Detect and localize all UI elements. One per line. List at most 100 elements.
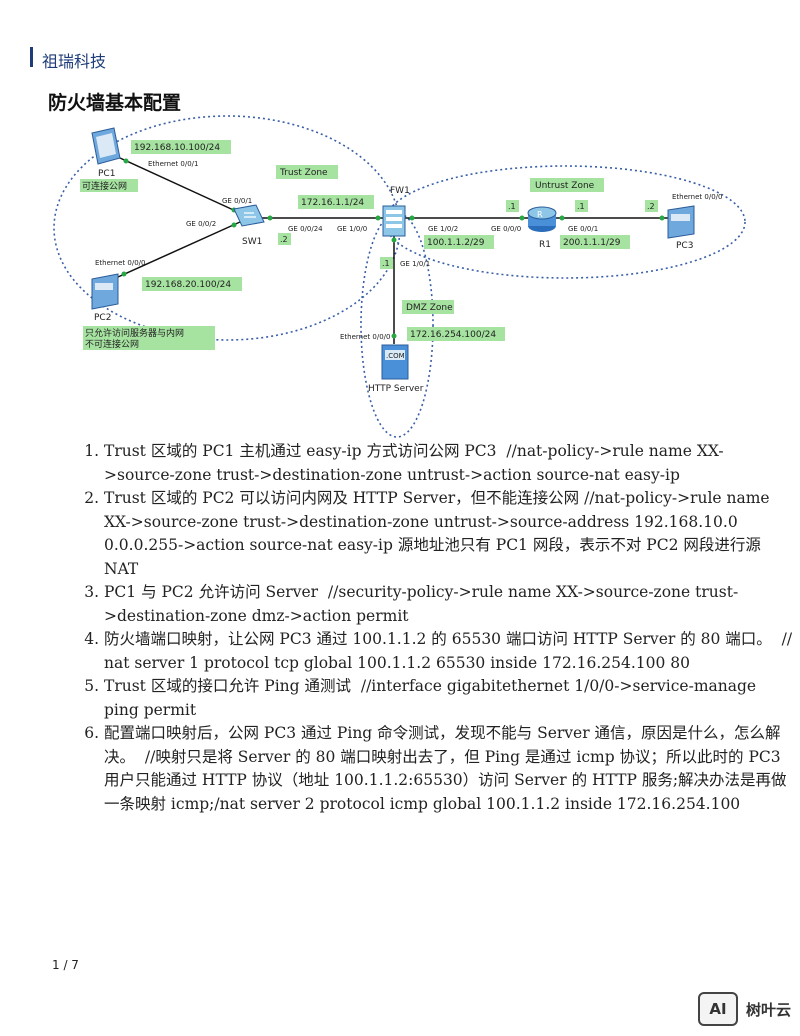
pc1-label: PC1 (98, 169, 115, 179)
untrust-zone-label-bg (530, 178, 604, 192)
port-dot (409, 215, 415, 221)
pc1-ip-label: 192.168.10.100/24 (134, 143, 220, 153)
r1-left-suffix: .1 (577, 202, 585, 211)
trust-zone-label-bg (276, 165, 338, 179)
task-command: //interface gigabitethernet 1/0/0->servi… (104, 677, 757, 719)
port-dot (519, 215, 525, 221)
server-icon-text: .COM (386, 352, 405, 360)
fw1-label: FW1 (390, 186, 410, 196)
pc3-icon (667, 205, 695, 239)
sw-up-suffix: .2 (280, 235, 288, 244)
page-title: 防火墙基本配置 (48, 92, 182, 114)
suffix-bg (575, 200, 588, 212)
pc2-note-line2: 不可连接公网 (85, 338, 139, 350)
task-text: 防火墙端口映射，让公网 PC3 通过 100.1.1.2 的 65530 端口访… (104, 630, 772, 648)
server-ip-label-bg (407, 327, 505, 341)
task-item: Trust 区域的接口允许 Ping 通测试 //interface gigab… (104, 675, 794, 722)
server-ip-label: 172.16.254.100/24 (410, 330, 496, 340)
header-accent-bar (30, 47, 33, 67)
link-pc2-sw1 (117, 221, 241, 278)
sw-ge1-port-label: GE 0/0/1 (222, 197, 252, 205)
port-dot (121, 271, 127, 277)
task-text: Trust 区域的接口允许 Ping 通测试 (104, 677, 351, 695)
pc2-label: PC2 (94, 313, 111, 323)
r1-ge1-port-label: GE 0/0/1 (568, 225, 598, 233)
server-icon (381, 344, 409, 380)
task-item: PC1 与 PC2 允许访问 Server //security-policy-… (104, 581, 794, 628)
port-dot (375, 215, 381, 221)
pc2-note-line1: 只允许访问服务器与内网 (85, 327, 184, 339)
port-dot (559, 215, 565, 221)
pc1-icon (91, 127, 121, 165)
pc1-note: 可连接公网 (82, 180, 127, 192)
task-text: Trust 区域的 PC1 主机通过 easy-ip 方式访问公网 PC3 (104, 442, 497, 460)
task-command: // nat server 1 protocol tcp global 100.… (104, 630, 793, 672)
task-item: 配置端口映射后，公网 PC3 通过 Ping 命令测试，发现不能与 Server… (104, 722, 794, 816)
pc2-ip-label: 192.168.20.100/24 (145, 280, 231, 290)
dmz-zone-label: DMZ Zone (406, 303, 453, 313)
page-number: 1 / 7 (52, 958, 79, 972)
task-item: Trust 区域的 PC1 主机通过 easy-ip 方式访问公网 PC3 //… (104, 440, 794, 487)
pc2-port-label: Ethernet 0/0/0 (95, 259, 145, 267)
task-command: //映射只是将 Server 的 80 端口映射出去了，但 Ping 是通过 i… (104, 747, 787, 813)
watermark-logo-icon: AI (698, 992, 738, 1026)
server-label: HTTP Server (368, 384, 424, 394)
fw-untrust-ip-label-bg (424, 235, 494, 249)
task-list: Trust 区域的 PC1 主机通过 easy-ip 方式访问公网 PC3 //… (70, 440, 794, 816)
dmz-zone-label-bg (402, 300, 454, 314)
pc1-port-label: Ethernet 0/0/1 (148, 160, 198, 168)
fw-trust-ip-label: 172.16.1.1/24 (301, 198, 364, 208)
task-text: Trust 区域的 PC2 可以访问内网及 HTTP Server，但不能连接公… (104, 489, 580, 507)
pc2-note-bg (83, 326, 215, 350)
port-dot (231, 222, 237, 228)
watermark: AI 树叶云 (698, 992, 791, 1026)
task-command: //nat-policy->rule name XX->source-zone … (104, 442, 724, 484)
suffix-bg (380, 257, 393, 269)
task-text: 配置端口映射后，公网 PC3 通过 Ping 命令测试，发现不能与 Server… (104, 724, 781, 766)
fw-to-r1-suffix: .1 (508, 202, 516, 211)
switch-icon (233, 204, 265, 227)
task-command: //nat-policy->rule name XX->source-zone … (104, 489, 770, 578)
pc2-ip-label-bg (142, 277, 242, 291)
dmz-zone-boundary (360, 212, 434, 438)
sw-ge24-port-label: GE 0/0/24 (288, 225, 323, 233)
port-dot (659, 215, 665, 221)
server-port-label: Ethernet 0/0/0 (340, 333, 390, 341)
port-dot (391, 237, 397, 243)
suffix-bg (278, 233, 291, 245)
task-text: PC1 与 PC2 允许访问 Server (104, 583, 319, 601)
fw-untrust-ip-label: 100.1.1.2/29 (427, 238, 485, 248)
untrust-zone-label: Untrust Zone (535, 181, 595, 191)
fw-ge100-port-label: GE 1/0/0 (337, 225, 367, 233)
fw-dmz-suffix: .1 (382, 259, 390, 268)
pc1-ip-label-bg (131, 140, 231, 154)
link-pc1-sw1 (119, 157, 241, 214)
task-command: //security-policy->rule name XX->source-… (104, 583, 739, 625)
suffix-bg (506, 200, 519, 212)
fw-ge102-port-label: GE 1/0/2 (428, 225, 458, 233)
pc3-port-label: Ethernet 0/0/0 (672, 193, 722, 201)
r1-ge0-port-label: GE 0/0/0 (491, 225, 521, 233)
port-dot (267, 215, 273, 221)
r1-untrust-ip-label: 200.1.1.1/29 (563, 238, 621, 248)
network-topology-diagram: PC1 可连接公网 PC2 只允许访问服务器与内网 不可连接公网 SW1 FW1… (53, 115, 746, 438)
r1-untrust-ip-label-bg (560, 235, 630, 249)
pc3-suffix: .2 (647, 202, 655, 211)
svg-text:R: R (537, 210, 543, 219)
pc1-note-bg (80, 179, 138, 192)
pc2-icon (91, 273, 119, 310)
port-dot (391, 333, 397, 339)
fw-ge101-port-label: GE 1/0/1 (400, 260, 430, 268)
suffix-bg (645, 200, 658, 212)
pc3-label: PC3 (676, 241, 693, 251)
sw-ge2-port-label: GE 0/0/2 (186, 220, 216, 228)
firewall-icon (382, 205, 406, 237)
watermark-site-name: 树叶云 (746, 1000, 792, 1019)
r1-label: R1 (539, 240, 551, 250)
port-dot (123, 158, 129, 164)
trust-zone-label: Trust Zone (279, 168, 328, 178)
fw-trust-ip-label-bg (298, 195, 374, 209)
task-item: 防火墙端口映射，让公网 PC3 通过 100.1.1.2 的 65530 端口访… (104, 628, 794, 675)
header-brand: 祖瑞科技 (42, 52, 107, 71)
sw1-label: SW1 (242, 237, 262, 247)
